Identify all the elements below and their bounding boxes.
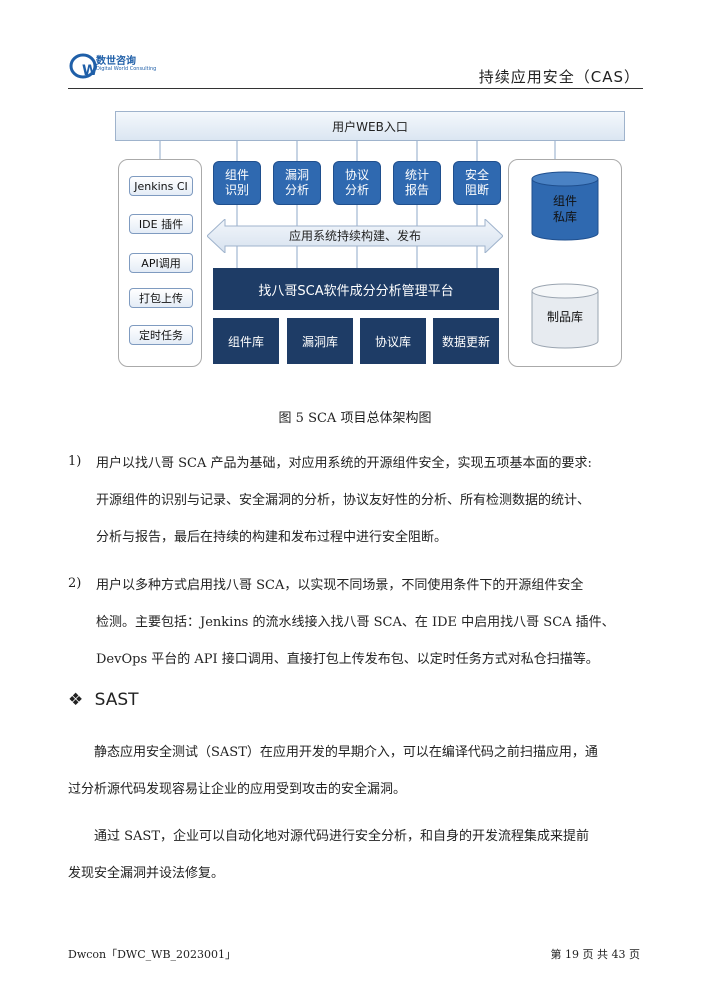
artifact-repo: 制品库	[520, 283, 610, 349]
text-line: 分析与报告，最后在持续的构建和发布过程中进行安全阻断。	[96, 530, 448, 545]
list-number: 1)	[68, 454, 82, 469]
api-call-item: API调用	[129, 253, 193, 273]
vulnerability-library: 漏洞库	[287, 318, 353, 364]
jenkins-ci-item: Jenkins CI	[129, 176, 193, 196]
section-heading: ❖ SAST	[68, 690, 139, 710]
module-vuln-analysis: 漏洞分析	[273, 161, 321, 205]
list-item: 用户以多种方式启用找八哥 SCA，以实现不同场景，不同使用条件下的开源组件安全 …	[96, 567, 656, 678]
list-item: 用户以找八哥 SCA 产品为基础，对应用系统的开源组件安全，实现五项基本面的要求…	[96, 445, 656, 556]
ide-plugin-item: IDE 插件	[129, 214, 193, 234]
header-divider	[68, 88, 643, 89]
license-library: 协议库	[360, 318, 426, 364]
list-number: 2)	[68, 576, 82, 591]
figure-caption: 图 5 SCA 项目总体架构图	[278, 411, 432, 426]
private-component-repo: 组件私库	[520, 171, 610, 241]
section-title: SAST	[94, 690, 139, 710]
data-update-library: 数据更新	[433, 318, 499, 364]
sca-platform-bar: 找八哥SCA软件成分分析管理平台	[213, 268, 499, 310]
text-line: DevOps 平台的 API 接口调用、直接打包上传发布包、以定时任务方式对私仓…	[96, 652, 599, 667]
company-logo: W 数世咨询 Digital World Consulting	[68, 48, 158, 82]
text-line: 开源组件的识别与记录、安全漏洞的分析，协议友好性的分析、所有检测数据的统计、	[96, 493, 591, 508]
double-arrow-band	[207, 219, 503, 253]
module-license-analysis: 协议分析	[333, 161, 381, 205]
module-component-identify: 组件识别	[213, 161, 261, 205]
module-security-block: 安全阻断	[453, 161, 501, 205]
text-line: 过分析源代码发现容易让企业的应用受到攻击的安全漏洞。	[68, 782, 407, 797]
document-title: 持续应用安全（CAS）	[478, 68, 640, 86]
logo-text: 数世咨询	[96, 56, 136, 67]
paragraph: 静态应用安全测试（SAST）在应用开发的早期介入，可以在编译代码之前扫描应用，通…	[68, 734, 648, 808]
text-line: 检测。主要包括：Jenkins 的流水线接入找八哥 SCA、在 IDE 中启用找…	[96, 615, 615, 630]
footer-page-number: 第 19 页 共 43 页	[550, 948, 640, 961]
footer-doc-id: Dwcon「DWC_WB_2023001」	[68, 948, 237, 961]
text-line: 通过 SAST，企业可以自动化地对源代码进行安全分析，和自身的开发流程集成来提前	[94, 829, 590, 844]
arrow-label: 应用系统持续构建、发布	[288, 229, 421, 243]
diamond-bullet-icon: ❖	[68, 690, 84, 710]
svg-text:W: W	[82, 63, 97, 79]
text-line: 用户以多种方式启用找八哥 SCA，以实现不同场景，不同使用条件下的开源组件安全	[96, 578, 584, 593]
text-line: 发现安全漏洞并设法修复。	[68, 866, 225, 881]
paragraph: 通过 SAST，企业可以自动化地对源代码进行安全分析，和自身的开发流程集成来提前…	[68, 818, 648, 892]
text-line: 用户以找八哥 SCA 产品为基础，对应用系统的开源组件安全，实现五项基本面的要求…	[96, 456, 592, 471]
scheduled-task-item: 定时任务	[129, 325, 193, 345]
logo-subtext: Digital World Consulting	[96, 66, 157, 72]
text-line: 静态应用安全测试（SAST）在应用开发的早期介入，可以在编译代码之前扫描应用，通	[94, 745, 598, 760]
module-stat-report: 统计报告	[393, 161, 441, 205]
sca-architecture-diagram: 用户WEB入口 Jenkins CI IDE 插件 API调用 打包上传 定时任…	[115, 111, 625, 371]
integration-panel: Jenkins CI IDE 插件 API调用 打包上传 定时任务	[118, 159, 202, 367]
package-upload-item: 打包上传	[129, 288, 193, 308]
component-library: 组件库	[213, 318, 279, 364]
web-entry-bar: 用户WEB入口	[115, 111, 625, 141]
